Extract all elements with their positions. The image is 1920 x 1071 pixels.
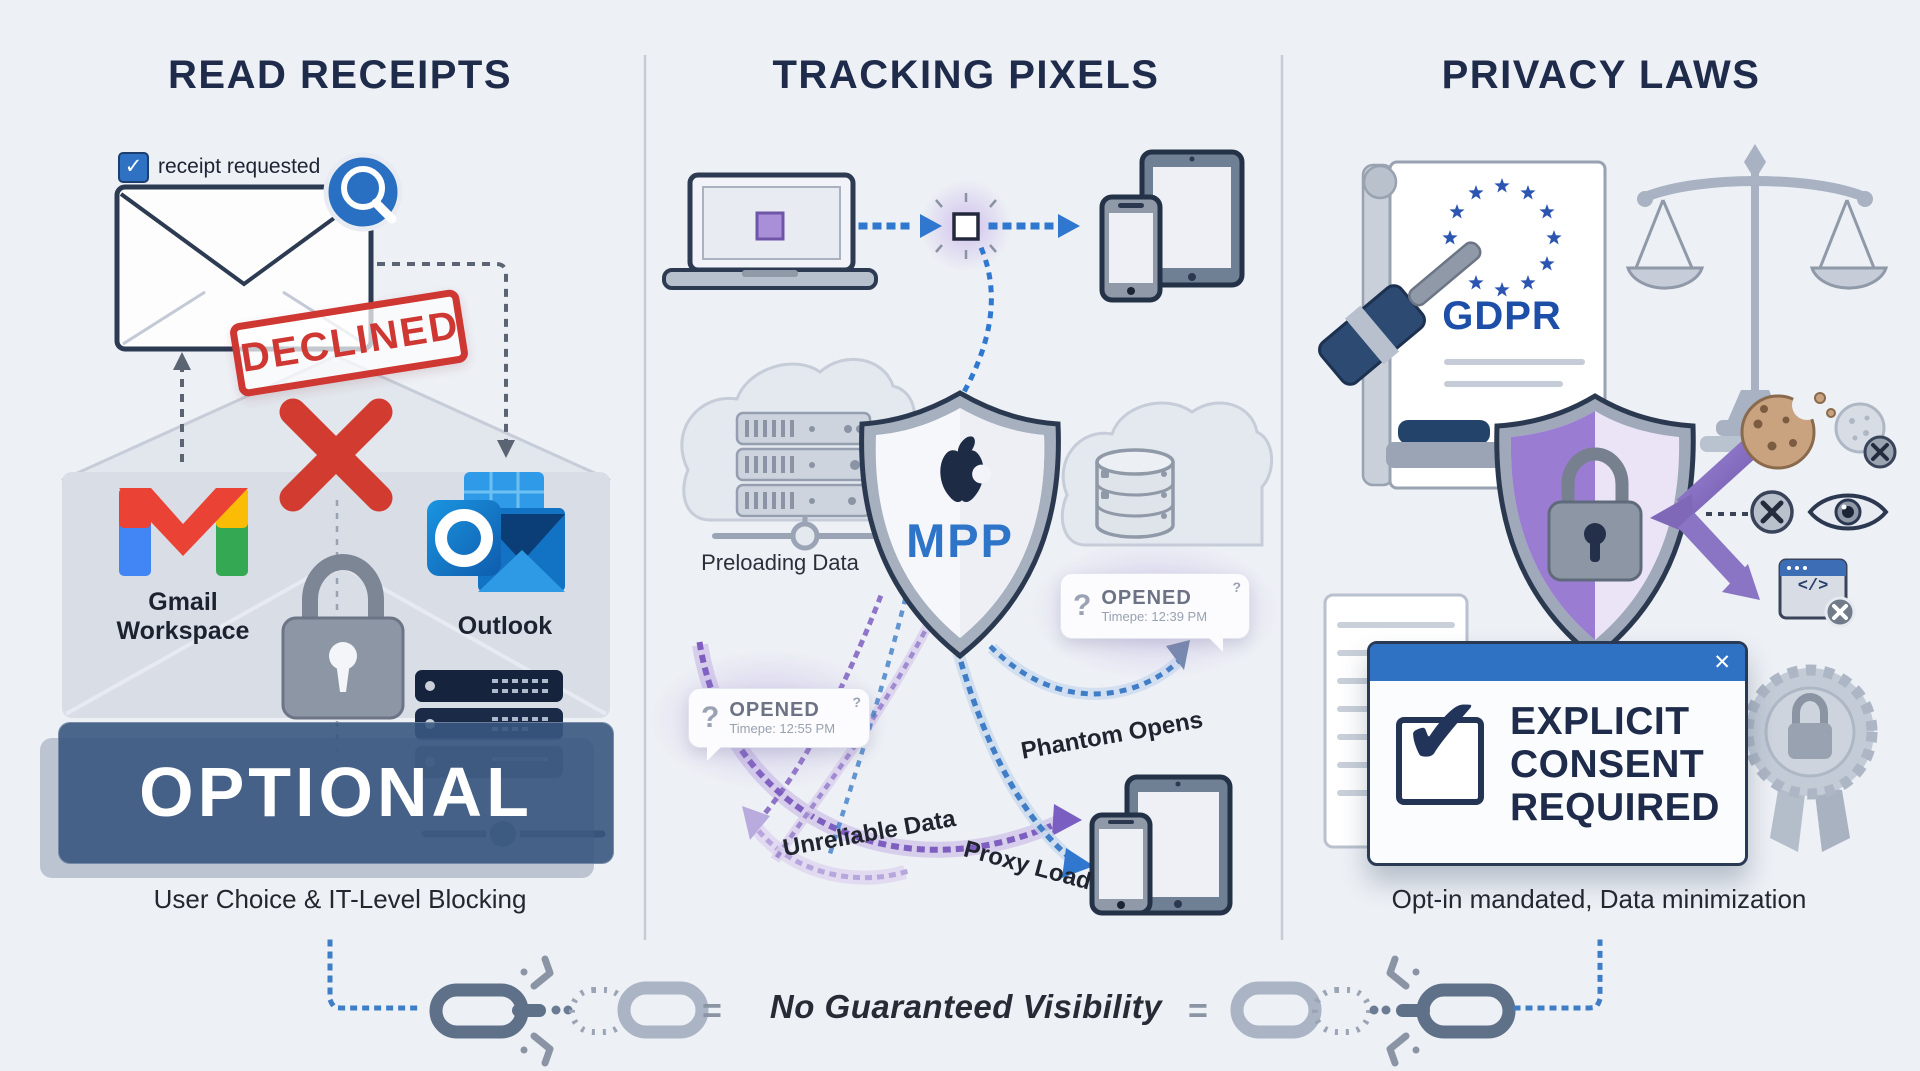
opened-time: Timepe: 12:55 PM <box>729 721 836 736</box>
x-mark-icon <box>279 398 393 512</box>
opened-status: OPENED <box>1101 587 1192 609</box>
gmail-label: Gmail Workspace <box>116 588 250 645</box>
database-icon <box>1095 448 1175 539</box>
dashed-arrow-up <box>173 352 191 462</box>
receipt-checkbox: ✓ <box>118 152 149 183</box>
lock-icon <box>1547 447 1643 582</box>
outlook-icon <box>427 472 565 592</box>
preloading-data-label: Preloading Data <box>701 550 859 575</box>
consent-text: EXPLICIT CONSENT REQUIRED <box>1510 700 1720 829</box>
gavel-icon <box>1318 241 1504 468</box>
checkbox-check-icon: ✓ <box>124 155 143 178</box>
footer-message: No Guaranteed Visibility <box>769 988 1163 1025</box>
proxy-cloud-icon <box>1060 401 1274 547</box>
phone-icon <box>1099 194 1163 303</box>
equals-sign: = <box>1188 992 1208 1030</box>
pixel-icon <box>755 211 785 241</box>
tablet-icon <box>1139 149 1245 288</box>
apple-logo-icon <box>940 436 991 503</box>
gmail-icon <box>119 488 248 576</box>
privacy-shield-icon <box>1494 393 1696 662</box>
equals-sign: = <box>702 992 722 1030</box>
deflect-arrow-icon <box>1650 433 1765 600</box>
mpp-shield-icon <box>859 390 1061 660</box>
question-mark-icon: ? <box>701 701 720 734</box>
opened-bubble-left: ? OPENED Timepe: 12:55 PM ? <box>688 688 870 761</box>
question-mark-icon: ? <box>1232 579 1241 595</box>
tracking-pixel-icon <box>920 180 1012 272</box>
question-mark-icon: ? <box>1073 589 1092 622</box>
dialog-titlebar: ✕ <box>1370 644 1745 681</box>
panel-title-privacy-laws: PRIVACY LAWS <box>1441 53 1761 97</box>
phone-icon <box>1089 812 1153 916</box>
receipt-checkbox-label: receipt requested <box>158 155 321 178</box>
ribbon-seal-icon <box>1742 664 1878 852</box>
broken-chain-right-icon <box>1230 955 1516 1067</box>
question-mark-icon: ? <box>852 694 861 710</box>
privacy-laws-caption: Opt-in mandated, Data minimization <box>1391 884 1807 914</box>
code-glyph: </> <box>1797 577 1829 596</box>
phantom-opens-curve <box>987 640 1190 700</box>
consent-dialog: ✕ ✔ EXPLICIT CONSENT REQUIRED <box>1367 641 1748 866</box>
outlook-label: Outlook <box>457 612 553 640</box>
broken-chain-left-icon <box>429 955 709 1067</box>
connector-line-right <box>1513 939 1603 1011</box>
pixel-to-shield-line <box>960 246 994 396</box>
optional-banner: OPTIONAL <box>58 722 614 864</box>
x-circle-icon <box>1750 490 1794 534</box>
pixel-flow-arrow-1 <box>858 214 942 238</box>
cookie-icon <box>1740 390 1836 470</box>
read-receipts-caption: User Choice & IT-Level Blocking <box>153 884 527 914</box>
connector-line-left <box>327 939 423 1011</box>
opened-time: Timepe: 12:39 PM <box>1101 609 1208 624</box>
laptop-icon <box>662 172 878 290</box>
eye-icon <box>1807 493 1889 531</box>
blocked-cookie-icon <box>1834 402 1897 469</box>
opened-status: OPENED <box>729 699 820 721</box>
opened-bubble-right: ? OPENED Timepe: 12:39 PM ? <box>1060 573 1250 652</box>
code-window-icon <box>1778 558 1856 628</box>
search-icon <box>323 152 403 232</box>
checkmark-icon: ✔ <box>1402 679 1483 786</box>
consent-checkbox: ✔ <box>1396 685 1484 805</box>
close-icon: ✕ <box>1713 651 1731 674</box>
panel-title-tracking-pixels: TRACKING PIXELS <box>772 53 1160 97</box>
dashed-arrow-to-outlook <box>377 262 515 458</box>
panel-title-read-receipts: READ RECEIPTS <box>168 53 512 97</box>
padlock-icon <box>281 554 405 720</box>
mpp-label: MPP <box>906 514 1014 567</box>
gdpr-label: GDPR <box>1442 294 1562 338</box>
pixel-flow-arrow-2 <box>988 214 1080 238</box>
